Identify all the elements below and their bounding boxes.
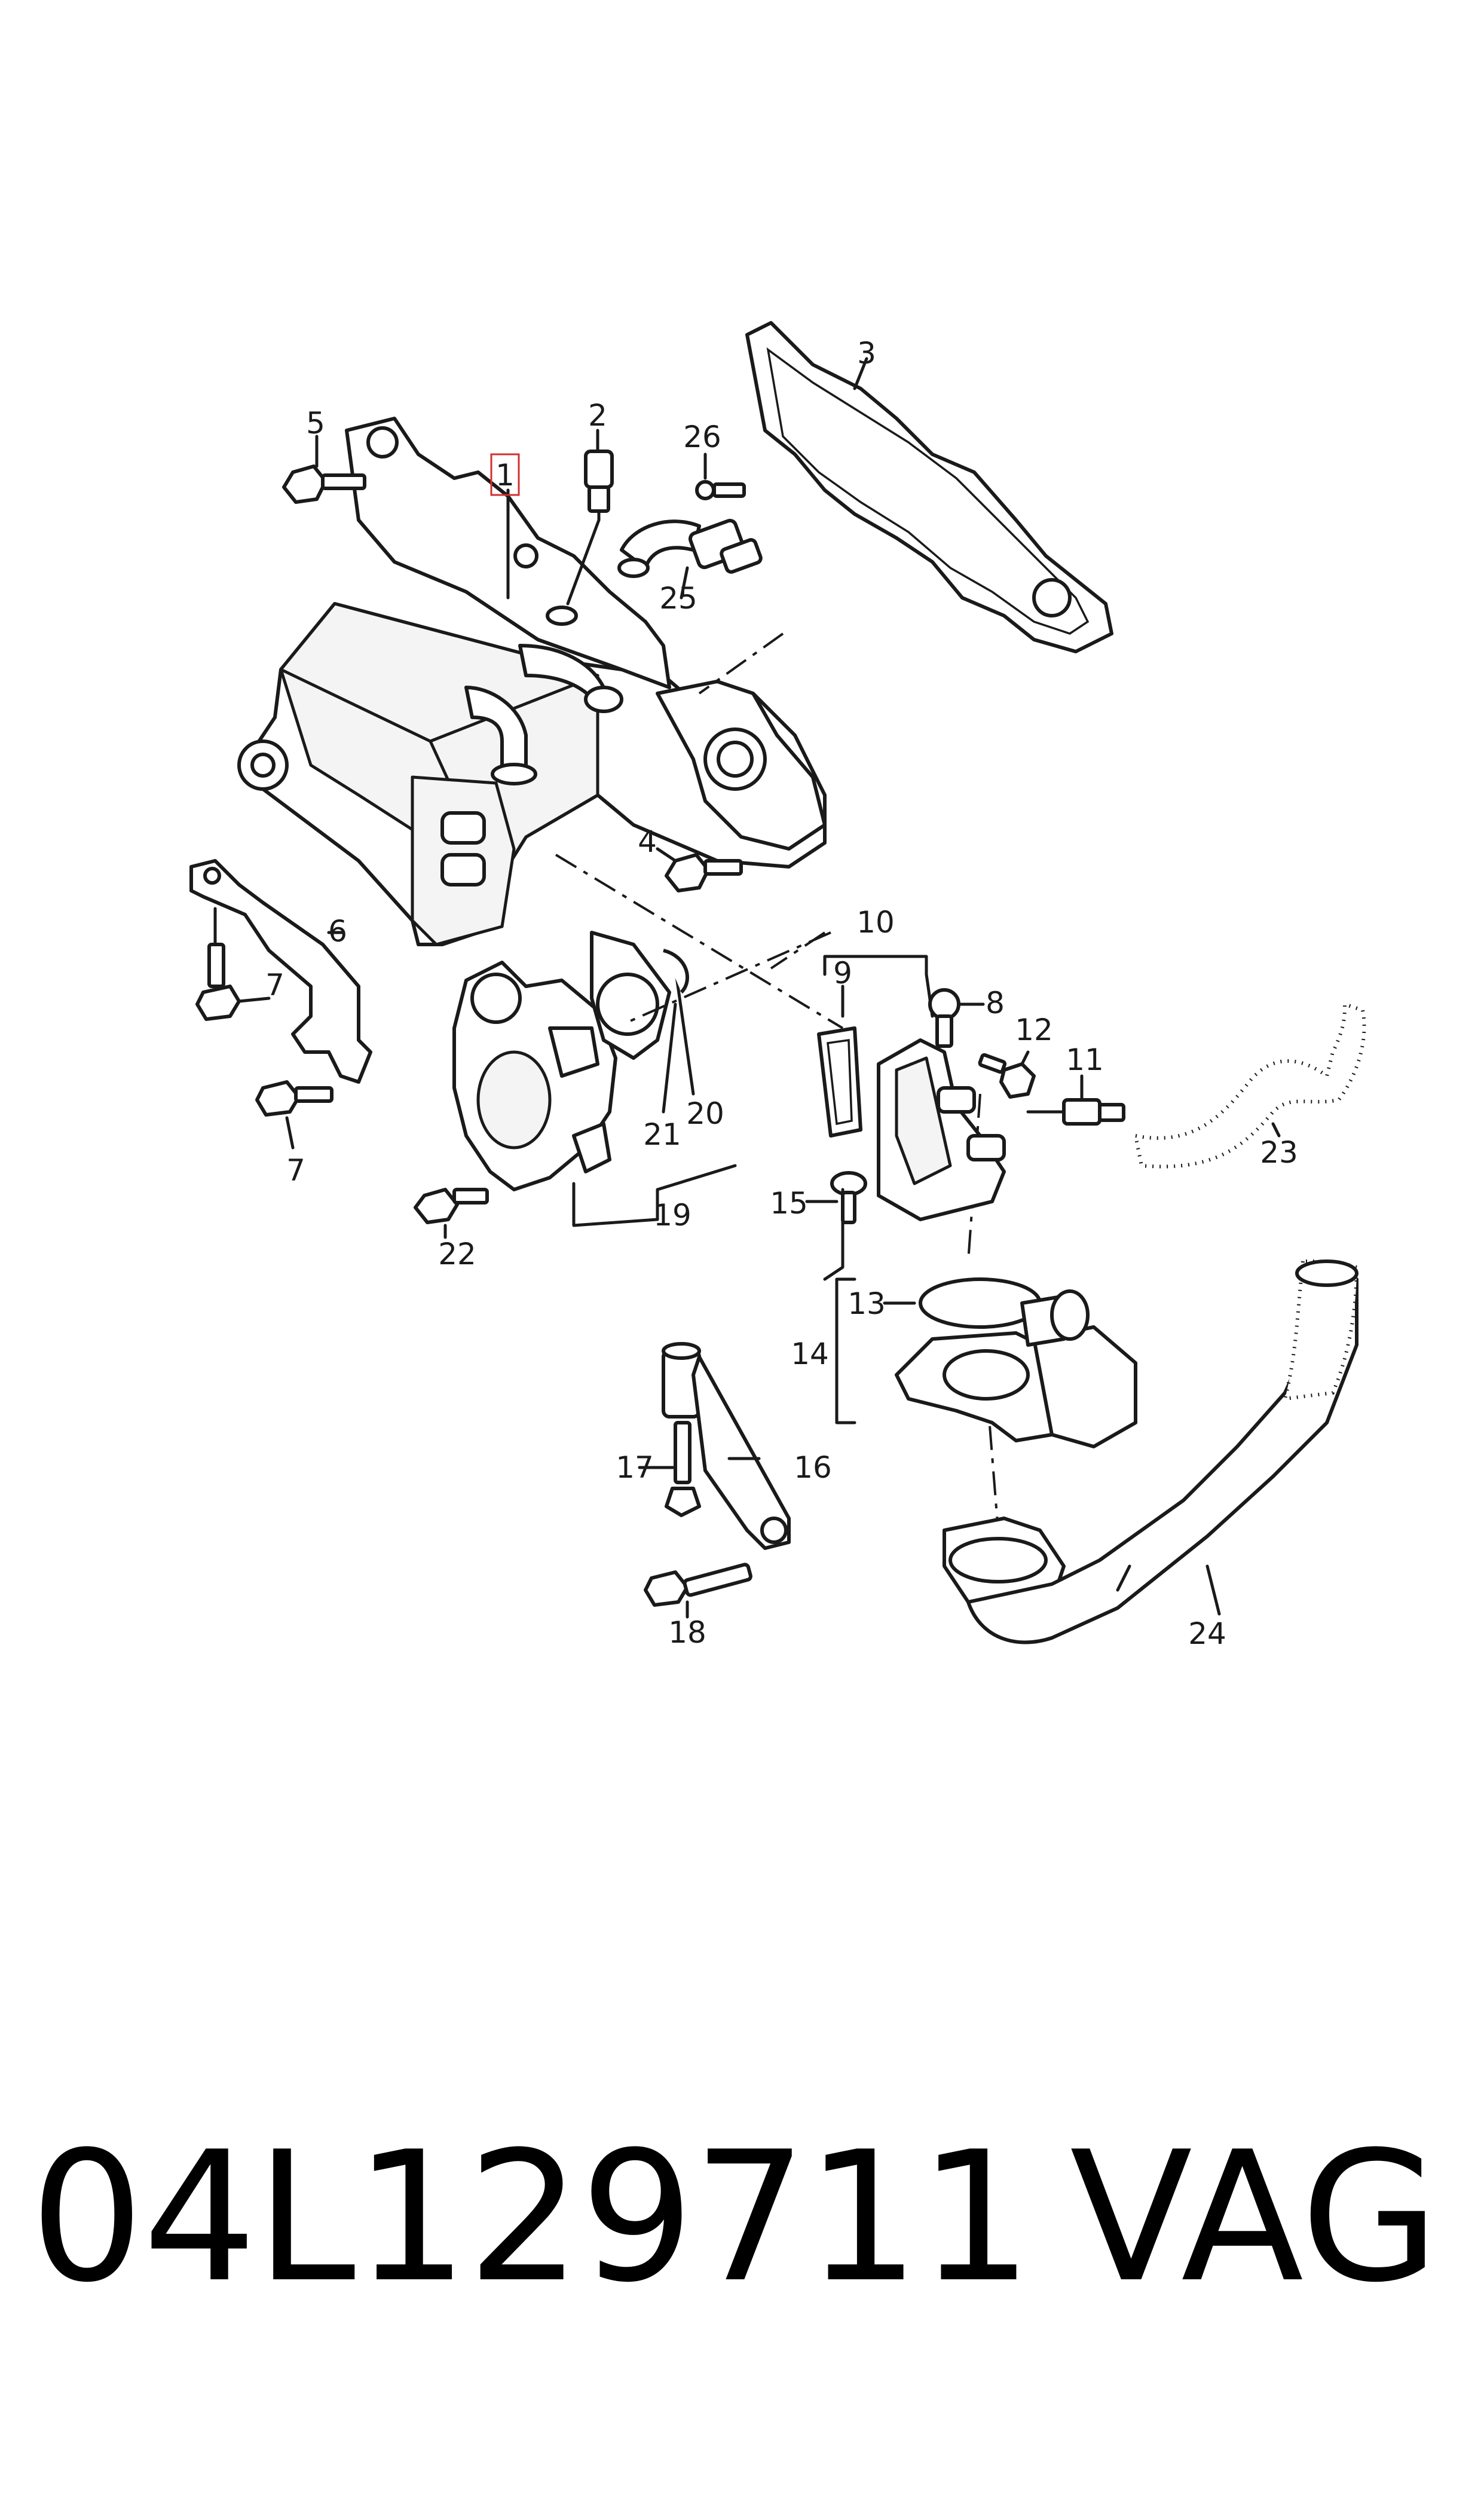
callout-15: 15 bbox=[770, 1186, 808, 1221]
callout-18: 18 bbox=[668, 1615, 706, 1650]
callout-11: 11 bbox=[1066, 1043, 1104, 1077]
part-number: 04L129711 bbox=[30, 2113, 1033, 2322]
egr-cooler-10 bbox=[823, 955, 1006, 1221]
callout-7-lower: 7 bbox=[286, 1153, 305, 1188]
bracket-6 bbox=[189, 859, 372, 1084]
callout-23: 23 bbox=[1260, 1135, 1298, 1170]
callout-24: 24 bbox=[1188, 1616, 1226, 1651]
callout-1-highlight bbox=[490, 453, 520, 496]
callout-13: 13 bbox=[847, 1286, 886, 1321]
callout-25: 25 bbox=[659, 581, 697, 616]
callout-8: 8 bbox=[986, 986, 1005, 1020]
callout-19: 19 bbox=[653, 1198, 691, 1233]
callout-10: 10 bbox=[856, 905, 895, 940]
bolt-5 bbox=[282, 435, 366, 504]
callout-17: 17 bbox=[616, 1450, 654, 1485]
callout-12: 12 bbox=[1015, 1013, 1053, 1047]
temperature-sensor-2 bbox=[566, 429, 614, 606]
bolt-7-upper bbox=[195, 907, 271, 1021]
hose-connector-25 bbox=[617, 518, 763, 600]
bolt-7-lower bbox=[255, 1080, 333, 1150]
callout-3: 3 bbox=[857, 336, 876, 371]
brand-name: VAG bbox=[1070, 2113, 1440, 2322]
callout-21: 21 bbox=[643, 1117, 681, 1152]
callout-20: 20 bbox=[686, 1096, 724, 1131]
screw-12 bbox=[978, 1050, 1036, 1099]
callout-26: 26 bbox=[683, 420, 721, 454]
coolant-hose-23 bbox=[1133, 1001, 1366, 1169]
callout-7-upper: 7 bbox=[265, 968, 284, 1002]
callout-6: 6 bbox=[328, 914, 347, 949]
callout-2: 2 bbox=[588, 398, 607, 433]
callout-4: 4 bbox=[638, 824, 657, 859]
rod-16 bbox=[691, 1355, 791, 1550]
screw-26 bbox=[695, 453, 746, 500]
callout-labels: 1 2 3 4 5 6 7 7 8 9 10 11 12 13 14 15 16… bbox=[265, 336, 1298, 1651]
gasket-20 bbox=[590, 931, 695, 1096]
spacer-17 bbox=[638, 1342, 701, 1517]
bolt-18 bbox=[644, 1563, 752, 1619]
gasket-3 bbox=[745, 321, 1113, 653]
bleed-valve-8 bbox=[928, 988, 985, 1048]
egr-valve-14 bbox=[835, 1277, 1137, 1448]
gasket-9 bbox=[817, 985, 862, 1138]
callout-5: 5 bbox=[306, 406, 325, 441]
assembly-lines bbox=[555, 632, 999, 1531]
exhaust-pipe-24 bbox=[943, 1259, 1359, 1644]
bolt-22 bbox=[414, 1188, 489, 1239]
o-ring-13 bbox=[883, 1277, 1042, 1329]
leader-lines bbox=[506, 488, 844, 1281]
screw-15 bbox=[805, 1171, 867, 1224]
gasket-21 bbox=[662, 949, 689, 1114]
callout-22: 22 bbox=[438, 1237, 476, 1271]
callout-9: 9 bbox=[833, 956, 852, 990]
egr-valve-19 bbox=[452, 961, 737, 1227]
intake-manifold-assembly bbox=[237, 417, 827, 946]
callout-16: 16 bbox=[794, 1450, 832, 1485]
callout-14: 14 bbox=[791, 1337, 829, 1371]
callout-1: 1 bbox=[495, 458, 515, 493]
sensor-11 bbox=[1026, 1074, 1125, 1126]
part-footer: 04L129711 VAG bbox=[0, 2128, 1484, 2307]
bolt-4 bbox=[656, 847, 743, 892]
